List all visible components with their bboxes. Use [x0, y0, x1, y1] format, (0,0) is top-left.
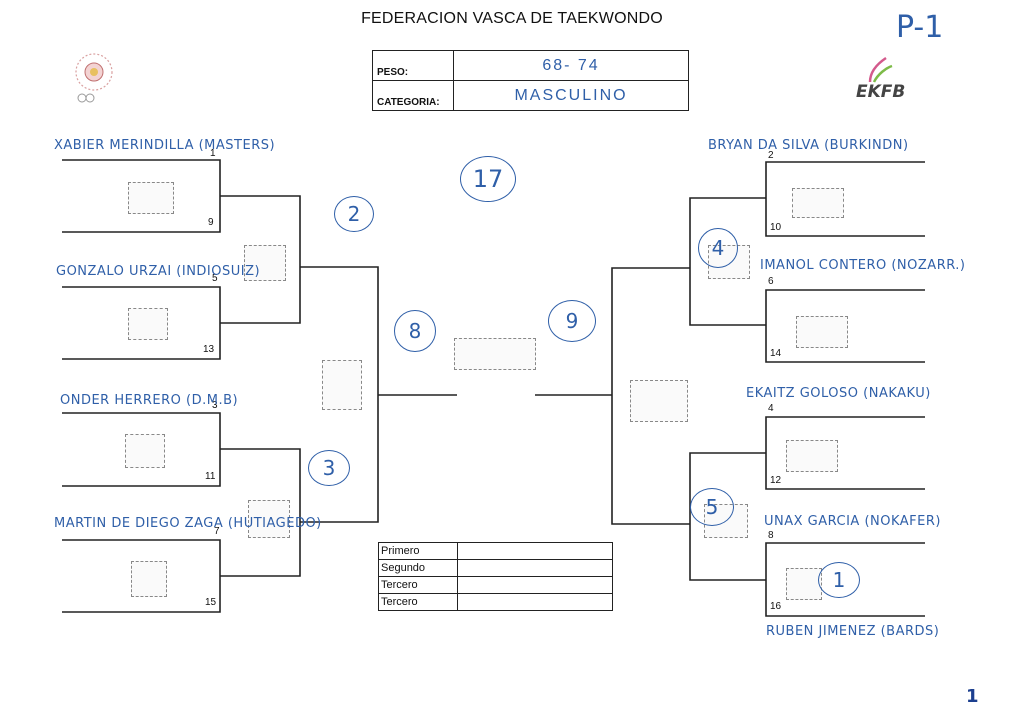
score-box[interactable]	[248, 500, 290, 538]
seed-number: 14	[770, 348, 782, 359]
bracket-position-number: 6	[768, 276, 774, 287]
seed-number: 13	[203, 344, 215, 355]
score-box[interactable]	[128, 308, 168, 340]
total-competitors-circle: 17	[460, 156, 516, 202]
bracket-position-number: 4	[768, 403, 774, 414]
score-box[interactable]	[792, 188, 844, 218]
seed-number: 10	[770, 222, 782, 233]
results-table: Primero Segundo Tercero Tercero	[378, 542, 613, 611]
competitor-name: MARTIN DE DIEGO ZAGA (HUTIAGEDO)	[54, 516, 322, 531]
competitor-name: IMANOL CONTERO (NOZARR.)	[760, 258, 966, 273]
result-value[interactable]	[457, 542, 613, 560]
competitor-name: ONDER HERRERO (D.M.B)	[60, 393, 239, 408]
match-number-circle: 8	[394, 310, 436, 352]
categoria-value: MASCULINO	[453, 80, 689, 111]
competitor-name: UNAX GARCIA (NOKAFER)	[764, 514, 941, 529]
ekfb-logo-text: EKFB	[856, 82, 906, 102]
result-label: Tercero	[378, 593, 458, 611]
score-box[interactable]	[125, 434, 165, 468]
match-number-circle: 3	[308, 450, 350, 486]
result-label: Segundo	[378, 559, 458, 577]
bracket-position-number: 2	[768, 150, 774, 161]
bracket-position-number: 1	[210, 148, 216, 159]
page-title: FEDERACION VASCA DE TAEKWONDO	[361, 10, 663, 27]
result-value[interactable]	[457, 559, 613, 577]
seed-number: 9	[208, 217, 214, 228]
match-number-circle: 1	[818, 562, 860, 598]
bracket-position-number: 7	[214, 526, 220, 537]
bracket-position-number: 3	[212, 400, 218, 411]
match-number-circle: 2	[334, 196, 374, 232]
weight-category-table: PESO: 68- 74 CATEGORIA: MASCULINO	[372, 50, 689, 111]
federation-logo	[66, 50, 126, 106]
score-box[interactable]	[786, 568, 822, 600]
competitor-name: RUBEN JIMENEZ (BARDS)	[766, 624, 940, 639]
score-box[interactable]	[128, 182, 174, 214]
bracket-position-number: 8	[768, 530, 774, 541]
match-number-circle: 5	[690, 488, 734, 526]
result-label: Primero	[378, 542, 458, 560]
score-box[interactable]	[244, 245, 286, 281]
seed-number: 12	[770, 475, 782, 486]
peso-value: 68- 74	[453, 50, 689, 81]
seed-number: 11	[205, 471, 216, 482]
page-number: 1	[966, 686, 979, 707]
score-box[interactable]	[131, 561, 167, 597]
score-box[interactable]	[630, 380, 688, 422]
seed-number: 16	[770, 601, 782, 612]
competitor-name: XABIER MERINDILLA (MASTERS)	[54, 138, 276, 153]
final-score-box[interactable]	[454, 338, 536, 370]
ekfb-logo: EKFB	[850, 56, 920, 104]
categoria-label: CATEGORIA:	[372, 80, 454, 111]
competitor-name: EKAITZ GOLOSO (NAKAKU)	[746, 386, 931, 401]
seed-number: 15	[205, 597, 217, 608]
corner-mark: P-1	[896, 10, 944, 45]
match-number-circle: 9	[548, 300, 596, 342]
score-box[interactable]	[322, 360, 362, 410]
result-value[interactable]	[457, 593, 613, 611]
peso-label: PESO:	[372, 50, 454, 81]
result-label: Tercero	[378, 576, 458, 594]
bracket-position-number: 5	[212, 273, 218, 284]
score-box[interactable]	[786, 440, 838, 472]
score-box[interactable]	[796, 316, 848, 348]
competitor-name: GONZALO URZAI (INDIOSUIZ)	[56, 264, 261, 279]
competitor-name: BRYAN DA SILVA (BURKINDN)	[708, 138, 909, 153]
match-number-circle: 4	[698, 228, 738, 268]
result-value[interactable]	[457, 576, 613, 594]
